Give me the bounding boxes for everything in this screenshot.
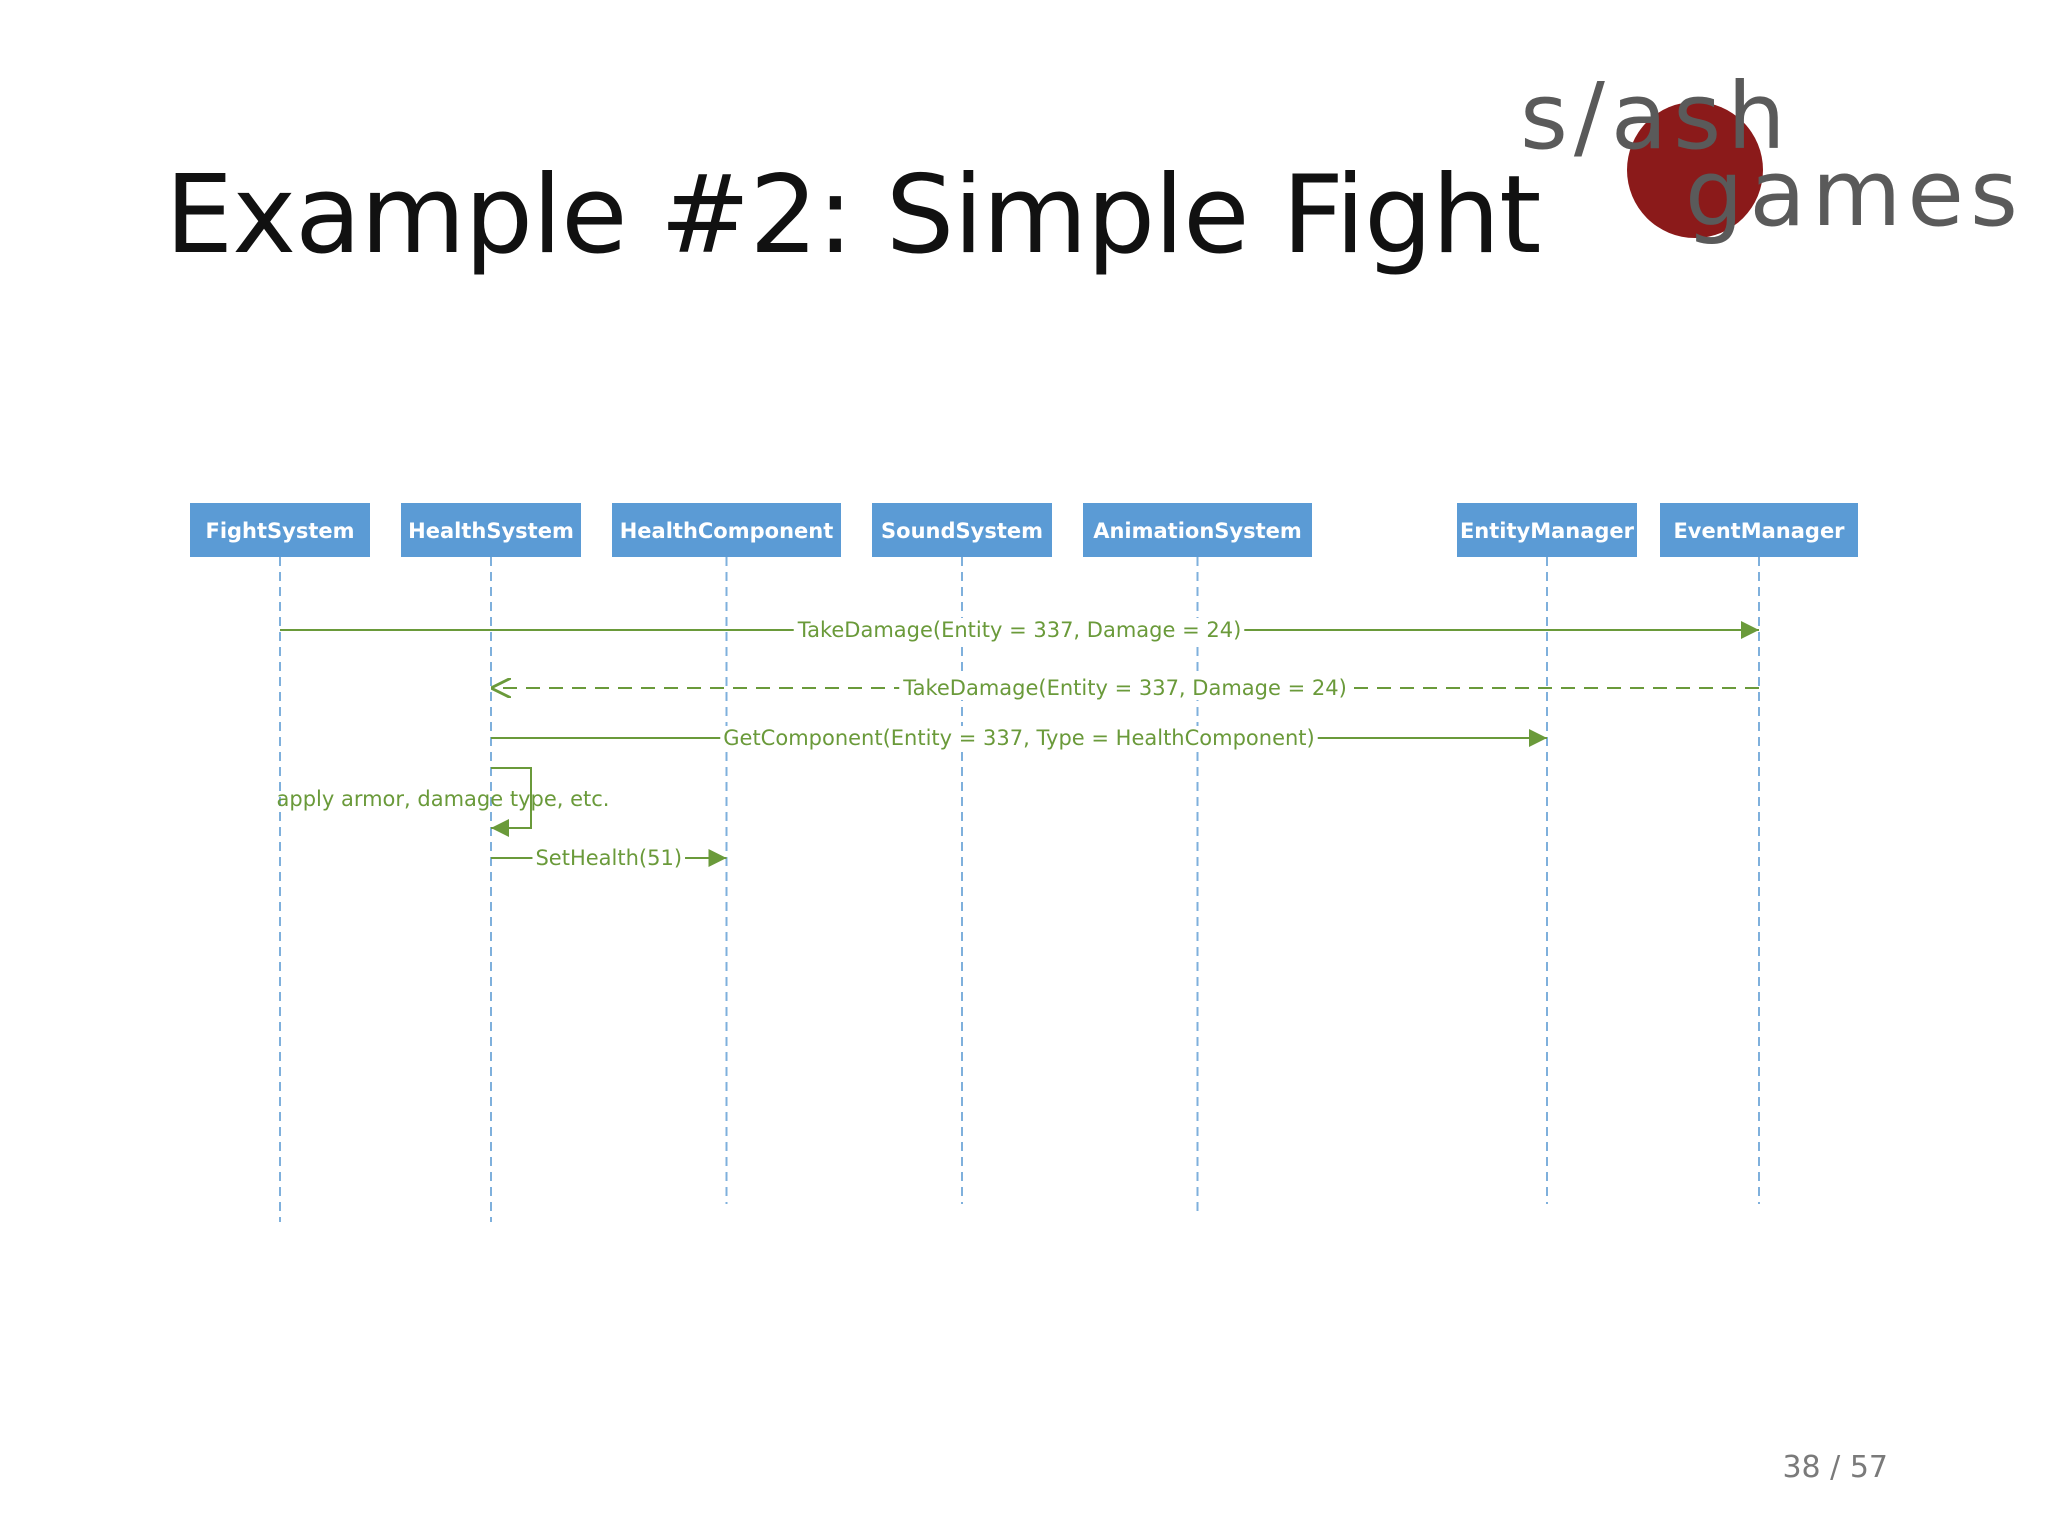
participant-label: AnimationSystem — [1093, 519, 1302, 543]
message-label-bg — [793, 618, 1245, 642]
message-label: TakeDamage(Entity = 337, Damage = 24) — [797, 618, 1242, 642]
participant-label: HealthComponent — [620, 519, 834, 543]
message-label-bg — [720, 726, 1318, 750]
participant-box — [872, 503, 1052, 557]
participant-label: EntityManager — [1460, 519, 1635, 543]
logo-circle — [1627, 102, 1763, 238]
page-number: 38 / 57 — [1782, 1450, 1888, 1485]
self-message-label: apply armor, damage type, etc. — [277, 787, 610, 811]
slide-title: Example #2: Simple Fight — [165, 153, 1542, 278]
message-label: TakeDamage(Entity = 337, Damage = 24) — [902, 676, 1347, 700]
message-label: SetHealth(51) — [535, 846, 682, 870]
participant-box — [190, 503, 370, 557]
participant-label: SoundSystem — [881, 519, 1043, 543]
message-label-bg — [899, 676, 1350, 700]
participant-label: FightSystem — [205, 519, 354, 543]
self-message-arrow — [491, 767, 532, 837]
participant-box — [1083, 503, 1312, 557]
participant-box — [401, 503, 581, 557]
message-label: GetComponent(Entity = 337, Type = Health… — [723, 726, 1314, 750]
logo-line2: games — [1685, 140, 2024, 247]
participant-box — [1457, 503, 1637, 557]
slash-games-logo: s/ash games — [1520, 70, 2024, 247]
logo-line1: s/ash — [1520, 70, 1792, 170]
participant-label: EventManager — [1673, 519, 1845, 543]
message-label-bg — [532, 846, 686, 870]
participant-box — [1660, 503, 1858, 557]
participant-box — [612, 503, 841, 557]
participant-label: HealthSystem — [408, 519, 574, 543]
